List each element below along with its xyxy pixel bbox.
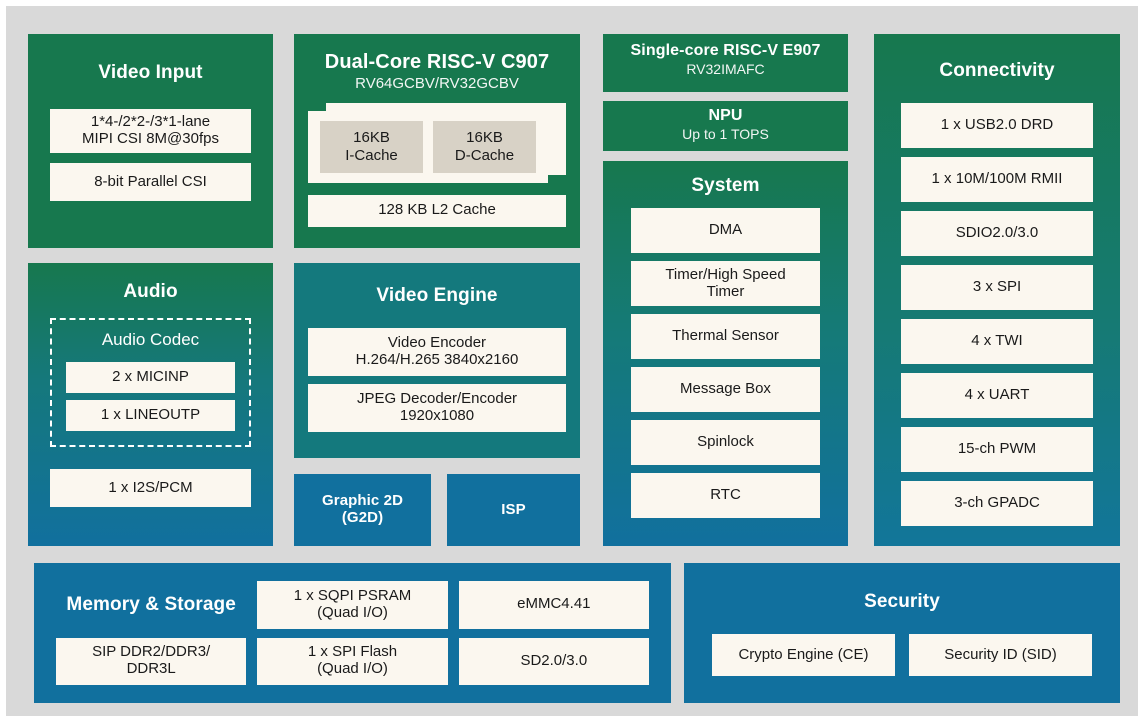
- connectivity-items: 1 x USB2.0 DRD 1 x 10M/100M RMII SDIO2.0…: [901, 103, 1093, 527]
- block-memory-storage: Memory & Storage 1 x SQPI PSRAM(Quad I/O…: [34, 563, 671, 703]
- security-items: Crypto Engine (CE) Security ID (SID): [712, 634, 1092, 677]
- block-audio: Audio Audio Codec 2 x MICINP 1 x LINEOUT…: [28, 263, 273, 546]
- cpu-subtitle: RV64GCBV/RV32GCBV: [355, 75, 519, 93]
- connectivity-item-spi: 3 x SPI: [901, 265, 1093, 311]
- block-connectivity: Connectivity 1 x USB2.0 DRD 1 x 10M/100M…: [874, 34, 1120, 546]
- memory-grid: Memory & Storage 1 x SQPI PSRAM(Quad I/O…: [56, 581, 649, 685]
- block-security: Security Crypto Engine (CE) Security ID …: [684, 563, 1120, 703]
- system-item-message-box: Message Box: [631, 367, 820, 413]
- audio-item-i2s-pcm: 1 x I2S/PCM: [50, 469, 251, 508]
- cpu-l2-wrap: 128 KB L2 Cache: [308, 194, 566, 227]
- block-cpu-c907: Dual-Core RISC-V C907 RV64GCBV/RV32GCBV …: [294, 34, 580, 248]
- security-item-security-id: Security ID (SID): [909, 634, 1092, 677]
- system-title: System: [691, 175, 760, 196]
- memory-item-sqpi-psram: 1 x SQPI PSRAM(Quad I/O): [257, 581, 448, 629]
- block-isp: ISP: [447, 474, 580, 546]
- audio-codec-item-micinp: 2 x MICINP: [66, 362, 235, 394]
- block-graphic-2d: Graphic 2D(G2D): [294, 474, 431, 546]
- block-npu: NPU Up to 1 TOPS: [603, 101, 848, 151]
- audio-codec-title: Audio Codec: [101, 330, 200, 350]
- connectivity-title: Connectivity: [939, 60, 1055, 81]
- block-cpu-e907: Single-core RISC-V E907 RV32IMAFC: [603, 34, 848, 92]
- connectivity-item-pwm: 15-ch PWM: [901, 427, 1093, 473]
- connectivity-item-sdio: SDIO2.0/3.0: [901, 211, 1093, 257]
- cpu-title: Dual-Core RISC-V C907: [324, 51, 550, 73]
- system-item-rtc: RTC: [631, 473, 820, 519]
- memory-title: Memory & Storage: [66, 594, 236, 616]
- cpu-l2-cache: 128 KB L2 Cache: [308, 194, 566, 227]
- e907-subtitle: RV32IMAFC: [686, 60, 765, 77]
- memory-item-sd: SD2.0/3.0: [458, 637, 649, 685]
- video-input-title: Video Input: [98, 62, 203, 83]
- memory-item-sip-ddr: SIP DDR2/DDR3/DDR3L: [56, 637, 247, 685]
- audio-items: 1 x I2S/PCM: [50, 469, 251, 508]
- graphic-2d-title: Graphic 2D(G2D): [321, 492, 404, 526]
- audio-title: Audio: [123, 281, 178, 302]
- system-item-dma: DMA: [631, 208, 820, 254]
- connectivity-item-twi: 4 x TWI: [901, 319, 1093, 365]
- connectivity-item-rmii: 1 x 10M/100M RMII: [901, 157, 1093, 203]
- isp-title: ISP: [501, 500, 526, 518]
- connectivity-item-gpadc: 3-ch GPADC: [901, 481, 1093, 527]
- memory-item-spi-flash: 1 x SPI Flash(Quad I/O): [257, 637, 448, 685]
- connectivity-item-uart: 4 x UART: [901, 373, 1093, 419]
- security-item-crypto-engine: Crypto Engine (CE): [712, 634, 895, 677]
- audio-codec-group: Audio Codec 2 x MICINP 1 x LINEOUTP: [50, 318, 251, 448]
- security-title: Security: [864, 591, 940, 612]
- memory-item-emmc: eMMC4.41: [458, 581, 649, 629]
- connectivity-item-usb: 1 x USB2.0 DRD: [901, 103, 1093, 149]
- e907-title: Single-core RISC-V E907: [630, 42, 821, 59]
- video-input-item-parallel-csi: 8-bit Parallel CSI: [50, 163, 251, 202]
- npu-title: NPU: [708, 107, 743, 124]
- system-item-thermal-sensor: Thermal Sensor: [631, 314, 820, 360]
- system-item-spinlock: Spinlock: [631, 420, 820, 466]
- audio-codec-item-lineoutp: 1 x LINEOUTP: [66, 400, 235, 432]
- video-engine-title: Video Engine: [376, 285, 498, 306]
- npu-subtitle: Up to 1 TOPS: [682, 125, 769, 142]
